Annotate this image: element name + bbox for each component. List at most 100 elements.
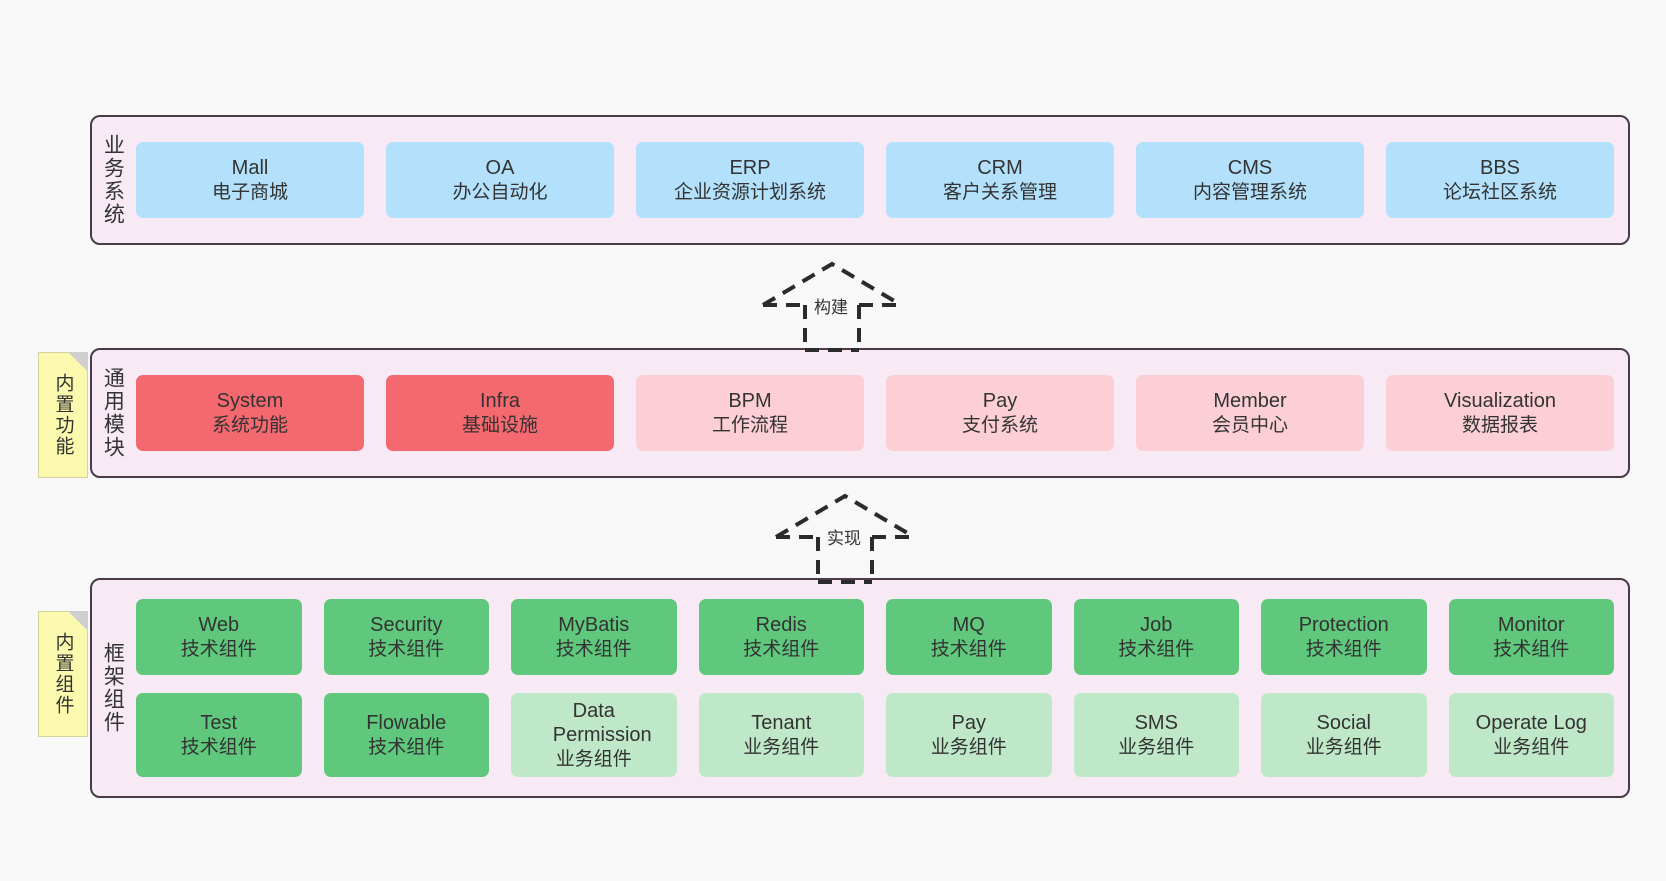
module-card-subtitle: 数据报表 bbox=[1461, 414, 1538, 436]
module-card-mq[interactable]: MQ 技术组件 bbox=[886, 599, 1052, 676]
module-card-subtitle: 客户关系管理 bbox=[942, 181, 1057, 203]
module-card-redis[interactable]: Redis 技术组件 bbox=[698, 599, 864, 676]
module-card-subtitle: 工作流程 bbox=[711, 414, 788, 436]
module-card-subtitle: 业务组件 bbox=[1305, 736, 1382, 758]
module-card-operate-log[interactable]: Operate Log 业务组件 bbox=[1448, 693, 1614, 777]
module-card-title: CMS bbox=[1227, 157, 1273, 180]
module-card-test[interactable]: Test 技术组件 bbox=[136, 693, 302, 777]
module-card-bpm[interactable]: BPM 工作流程 bbox=[636, 375, 864, 451]
module-card-subtitle: 技术组件 bbox=[180, 638, 257, 660]
note-builtin-component: 内置组件 bbox=[38, 611, 88, 737]
module-card-title: Pay bbox=[951, 712, 986, 735]
module-card-subtitle: 技术组件 bbox=[555, 638, 632, 660]
module-card-title: Operate Log bbox=[1475, 712, 1587, 735]
module-card-title: Protection bbox=[1298, 614, 1389, 637]
cell-row: System 系统功能 Infra 基础设施 BPM 工作流程 Pay 支付系统… bbox=[136, 375, 1614, 451]
module-card-erp[interactable]: ERP 企业资源计划系统 bbox=[636, 142, 864, 218]
module-card-subtitle: 支付系统 bbox=[961, 414, 1038, 436]
module-card-subtitle: 技术组件 bbox=[1305, 638, 1382, 660]
module-card-title: Test bbox=[200, 712, 238, 735]
connector-build-label: 构建 bbox=[813, 293, 849, 318]
module-card-subtitle: 基础设施 bbox=[461, 414, 538, 436]
module-card-mall[interactable]: Mall 电子商城 bbox=[136, 142, 364, 218]
module-card-subtitle: 办公自动化 bbox=[452, 181, 548, 203]
module-card-subtitle: 系统功能 bbox=[211, 414, 288, 436]
module-card-title: CRM bbox=[977, 157, 1023, 180]
layer-title-framework-component: 框架组件 bbox=[101, 642, 125, 734]
cell-row: Test 技术组件 Flowable 技术组件 Data Permission … bbox=[136, 693, 1614, 777]
module-card-subtitle: 技术组件 bbox=[180, 736, 257, 758]
module-card-security[interactable]: Security 技术组件 bbox=[323, 599, 489, 676]
module-card-social[interactable]: Social 业务组件 bbox=[1261, 693, 1427, 777]
module-card-title: Mall bbox=[231, 157, 269, 180]
module-card-crm[interactable]: CRM 客户关系管理 bbox=[886, 142, 1114, 218]
layer-title-common-module: 通用模块 bbox=[101, 367, 125, 459]
module-card-title: Web bbox=[198, 614, 240, 637]
module-card-job[interactable]: Job 技术组件 bbox=[1073, 599, 1239, 676]
module-card-title: BBS bbox=[1479, 157, 1521, 180]
module-card-monitor[interactable]: Monitor 技术组件 bbox=[1448, 599, 1614, 676]
module-card-title: SMS bbox=[1134, 712, 1178, 735]
module-card-title: ERP bbox=[729, 157, 771, 180]
note-builtin-function: 内置功能 bbox=[38, 352, 88, 478]
module-card-subtitle: 技术组件 bbox=[1493, 638, 1570, 660]
module-card-title: Tenant bbox=[751, 712, 812, 735]
module-card-visualization[interactable]: Visualization 数据报表 bbox=[1386, 375, 1614, 451]
module-card-subtitle: 技术组件 bbox=[930, 638, 1007, 660]
cell-row: Mall 电子商城 OA 办公自动化 ERP 企业资源计划系统 CRM 客户关系… bbox=[136, 142, 1614, 218]
note-fold-corner-icon bbox=[68, 352, 88, 372]
module-card-data-permission[interactable]: Data Permission 业务组件 bbox=[511, 693, 677, 777]
module-card-title: Redis bbox=[755, 614, 807, 637]
module-card-web[interactable]: Web 技术组件 bbox=[136, 599, 302, 676]
module-card-flowable[interactable]: Flowable 技术组件 bbox=[323, 693, 489, 777]
layer-common-module: 通用模块 System 系统功能 Infra 基础设施 BPM 工作流程 Pay… bbox=[90, 348, 1630, 478]
module-card-tenant[interactable]: Tenant 业务组件 bbox=[698, 693, 864, 777]
module-card-subtitle: 业务组件 bbox=[930, 736, 1007, 758]
module-card-subtitle: 电子商城 bbox=[211, 181, 288, 203]
module-card-bbs[interactable]: BBS 论坛社区系统 bbox=[1386, 142, 1614, 218]
module-card-subtitle: 业务组件 bbox=[743, 736, 820, 758]
module-card-subtitle: 技术组件 bbox=[368, 638, 445, 660]
module-card-title: BPM bbox=[728, 390, 772, 413]
module-card-cms[interactable]: CMS 内容管理系统 bbox=[1136, 142, 1364, 218]
connector-implement-label: 实现 bbox=[826, 524, 862, 549]
note-fold-corner-icon bbox=[68, 611, 88, 631]
module-card-title: Pay bbox=[982, 390, 1018, 413]
module-card-title: MQ bbox=[952, 614, 985, 637]
module-card-title: Visualization bbox=[1444, 390, 1556, 413]
module-card-subtitle: 业务组件 bbox=[1118, 736, 1195, 758]
module-card-title: MyBatis bbox=[558, 614, 630, 637]
module-card-oa[interactable]: OA 办公自动化 bbox=[386, 142, 614, 218]
module-card-title: Social bbox=[1316, 712, 1371, 735]
module-card-title: Data Permission bbox=[552, 700, 652, 747]
module-card-member[interactable]: Member 会员中心 bbox=[1136, 375, 1364, 451]
module-card-title: System bbox=[216, 390, 284, 413]
module-card-subtitle: 业务组件 bbox=[555, 748, 632, 770]
module-card-subtitle: 内容管理系统 bbox=[1192, 181, 1307, 203]
note-label: 内置组件 bbox=[52, 632, 74, 716]
layer-body-common-module: System 系统功能 Infra 基础设施 BPM 工作流程 Pay 支付系统… bbox=[132, 350, 1628, 476]
module-card-subtitle: 企业资源计划系统 bbox=[673, 181, 826, 203]
layer-framework-component: 框架组件 Web 技术组件 Security 技术组件 MyBatis 技术组件… bbox=[90, 578, 1630, 798]
module-card-protection[interactable]: Protection 技术组件 bbox=[1261, 599, 1427, 676]
module-card-subtitle: 论坛社区系统 bbox=[1442, 181, 1557, 203]
layer-body-business-system: Mall 电子商城 OA 办公自动化 ERP 企业资源计划系统 CRM 客户关系… bbox=[132, 117, 1628, 243]
module-card-title: Member bbox=[1213, 390, 1287, 413]
note-label: 内置功能 bbox=[52, 373, 74, 457]
module-card-subtitle: 技术组件 bbox=[368, 736, 445, 758]
module-card-system[interactable]: System 系统功能 bbox=[136, 375, 364, 451]
cell-row: Web 技术组件 Security 技术组件 MyBatis 技术组件 Redi… bbox=[136, 599, 1614, 676]
module-card-mybatis[interactable]: MyBatis 技术组件 bbox=[511, 599, 677, 676]
module-card-subtitle: 会员中心 bbox=[1211, 414, 1288, 436]
module-card-title: Infra bbox=[479, 390, 521, 413]
module-card-pay[interactable]: Pay 支付系统 bbox=[886, 375, 1114, 451]
module-card-title: Security bbox=[370, 614, 443, 637]
layer-business-system: 业务系统 Mall 电子商城 OA 办公自动化 ERP 企业资源计划系统 CRM… bbox=[90, 115, 1630, 245]
layer-title-business-system: 业务系统 bbox=[101, 134, 125, 226]
module-card-title: Flowable bbox=[366, 712, 447, 735]
module-card-sms[interactable]: SMS 业务组件 bbox=[1073, 693, 1239, 777]
module-card-subtitle: 业务组件 bbox=[1493, 736, 1570, 758]
module-card-pay-component[interactable]: Pay 业务组件 bbox=[886, 693, 1052, 777]
module-card-infra[interactable]: Infra 基础设施 bbox=[386, 375, 614, 451]
